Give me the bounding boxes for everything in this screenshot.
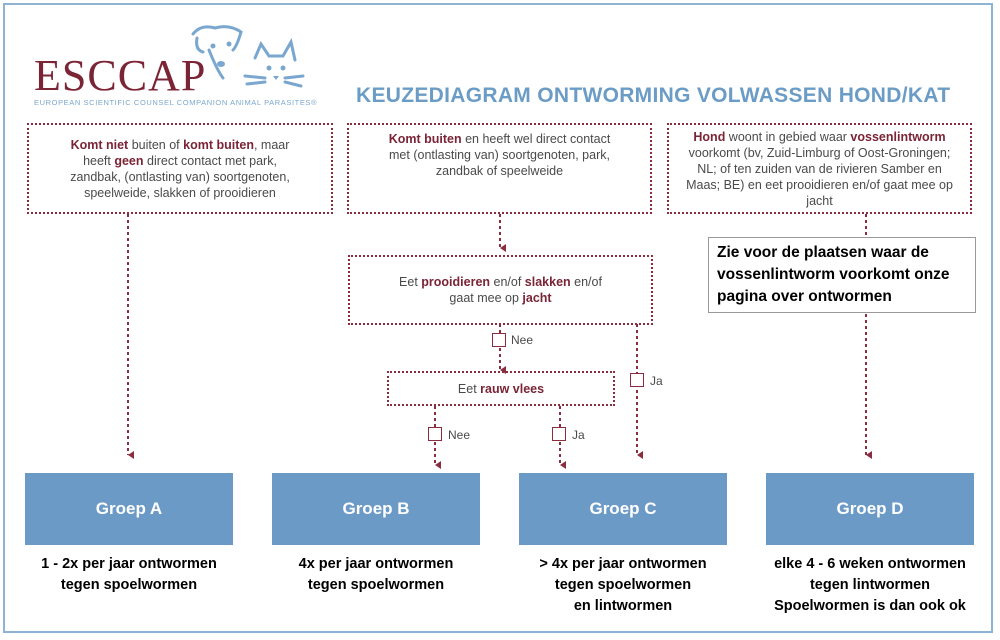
body-text: Eet bbox=[457, 381, 481, 396]
caption-line: elke 4 - 6 weken ontwormen bbox=[774, 556, 966, 572]
decision-text-a: Komt niet buiten of komt buiten, maar he… bbox=[57, 137, 303, 201]
caption-line: > 4x per jaar ontwormen bbox=[539, 556, 707, 572]
emphasis-text: slakken bbox=[524, 275, 571, 289]
emphasis-text: Komt buiten bbox=[388, 131, 462, 146]
decision-box-a: Komt niet buiten of komt buiten, maar he… bbox=[27, 123, 333, 214]
emphasis-text: prooidieren bbox=[421, 275, 491, 289]
body-text: buiten of bbox=[128, 137, 184, 152]
emphasis-text: Komt niet bbox=[70, 137, 129, 152]
caption-line: tegen spoelwormen bbox=[554, 577, 692, 593]
caption-line: en lintwormen bbox=[573, 598, 673, 614]
emphasis-text: jacht bbox=[522, 291, 552, 305]
info-note: Zie voor de plaatsen waar de vossenlintw… bbox=[708, 237, 976, 313]
decision-box-prey: Eet prooidieren en/of slakken en/of gaat… bbox=[348, 255, 653, 325]
answer-checkbox-ja-2 bbox=[552, 427, 566, 441]
caption-line: tegen lintwormen bbox=[809, 577, 931, 593]
body-text: voorkomt (bv, Zuid-Limburg of Oost-Groni… bbox=[686, 145, 953, 208]
decision-text-d: Hond woont in gebied waar vossenlintworm… bbox=[683, 129, 956, 209]
page-title: KEUZEDIAGRAM ONTWORMING VOLWASSEN HOND/K… bbox=[356, 84, 951, 107]
group-a-caption: 1 - 2x per jaar ontwormen tegen spoelwor… bbox=[25, 554, 233, 596]
decision-text-prey: Eet prooidieren en/of slakken en/of gaat… bbox=[390, 274, 611, 306]
answer-label-ja-2: Ja bbox=[572, 428, 585, 442]
group-c-caption: > 4x per jaar ontwormen tegen spoelworme… bbox=[509, 554, 737, 617]
body-text: Eet bbox=[399, 275, 422, 289]
emphasis-text: Hond bbox=[693, 129, 726, 144]
body-text: , maar heeft bbox=[83, 137, 290, 168]
group-d-box: Groep D bbox=[766, 473, 974, 545]
decision-text-raw-meat: Eet rauw vlees bbox=[458, 381, 544, 397]
answer-label-nee-2: Nee bbox=[448, 428, 471, 442]
group-b-caption: 4x per jaar ontwormen tegen spoelwormen bbox=[262, 554, 490, 596]
answer-label-nee-1: Nee bbox=[511, 333, 534, 347]
caption-line: 1 - 2x per jaar ontwormen bbox=[41, 556, 217, 572]
answer-checkbox-ja-1 bbox=[630, 373, 644, 387]
body-text: en/of gaat mee op bbox=[449, 275, 602, 305]
emphasis-text: rauw vlees bbox=[480, 381, 545, 396]
emphasis-text: komt buiten bbox=[183, 137, 254, 152]
group-b-box: Groep B bbox=[272, 473, 480, 545]
dog-cat-logo-icon bbox=[191, 25, 305, 88]
answer-checkbox-nee-1 bbox=[492, 333, 506, 347]
answer-checkbox-nee-2 bbox=[428, 427, 442, 441]
decision-box-raw-meat: Eet rauw vlees bbox=[387, 371, 615, 406]
logo-subtitle: EUROPEAN SCIENTIFIC COUNSEL COMPANION AN… bbox=[34, 98, 318, 107]
caption-line: tegen spoelwormen bbox=[60, 577, 198, 593]
decision-box-b: Komt buiten en heeft wel direct contact … bbox=[347, 123, 652, 214]
group-d-caption: elke 4 - 6 weken ontwormen tegen lintwor… bbox=[748, 554, 992, 617]
group-c-box: Groep C bbox=[519, 473, 727, 545]
body-text: direct contact met park, zandbak, (ontla… bbox=[70, 153, 290, 200]
caption-line: Spoelwormen is dan ook ok bbox=[774, 598, 966, 614]
logo-text: ESCCAP bbox=[34, 51, 207, 100]
caption-line: tegen spoelwormen bbox=[307, 577, 445, 593]
decision-text-b: Komt buiten en heeft wel direct contact … bbox=[385, 131, 614, 179]
body-text: en/of bbox=[490, 275, 525, 289]
decision-box-d: Hond woont in gebied waar vossenlintworm… bbox=[667, 123, 972, 214]
body-text: woont in gebied waar bbox=[725, 129, 851, 144]
body-text: en heeft wel direct contact met (ontlast… bbox=[389, 131, 611, 178]
caption-line: 4x per jaar ontwormen bbox=[298, 556, 454, 572]
page-frame bbox=[3, 3, 993, 633]
answer-label-ja-1: Ja bbox=[650, 374, 663, 388]
emphasis-text: vossenlintworm bbox=[850, 129, 946, 144]
emphasis-text: geen bbox=[114, 153, 144, 168]
group-a-box: Groep A bbox=[25, 473, 233, 545]
